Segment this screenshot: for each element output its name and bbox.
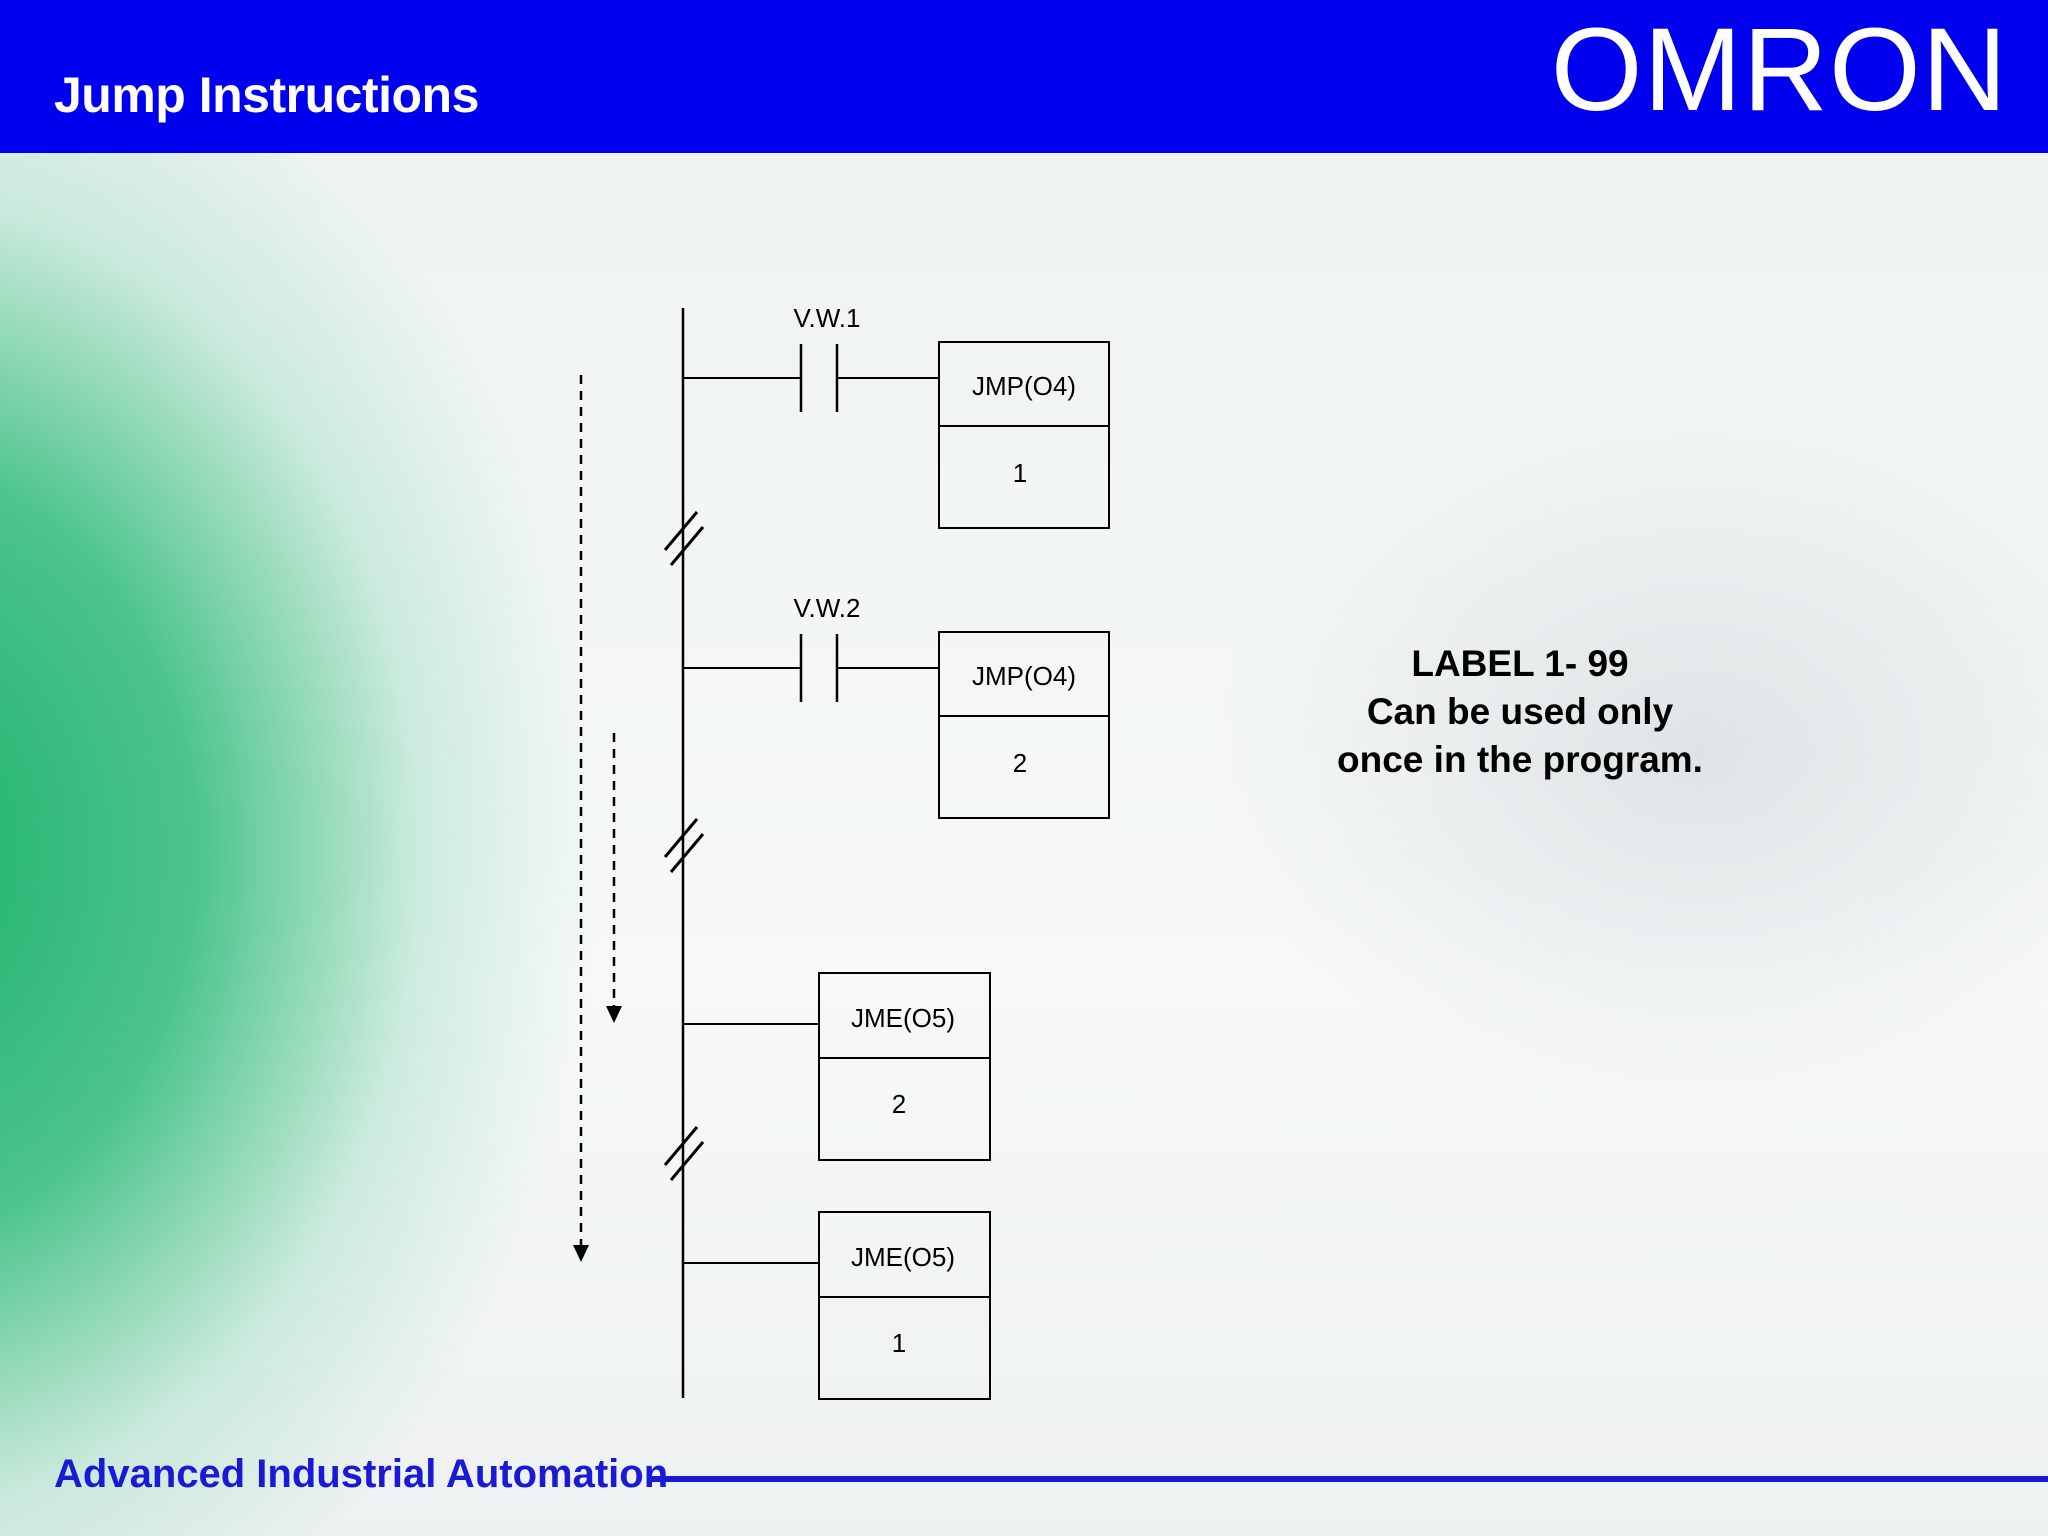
slide-background: [0, 153, 2048, 1536]
instruction-box: [818, 972, 991, 1161]
instruction-label: JMP(O4): [972, 371, 1076, 401]
label-note: LABEL 1- 99 Can be used only once in the…: [1260, 640, 1780, 784]
slide-title: Jump Instructions: [54, 67, 479, 123]
note-line-1: LABEL 1- 99: [1411, 643, 1629, 684]
slide-header: Jump Instructions OMRON: [0, 0, 2048, 153]
instruction-label: JMP(O4): [972, 661, 1076, 691]
instruction-operand: 1: [892, 1328, 906, 1358]
instruction-box: [818, 1211, 991, 1400]
rail-break-mark: [663, 511, 705, 566]
footer-divider: [650, 1476, 2048, 1482]
instruction-operand: 1: [1013, 458, 1027, 488]
instruction-box: [938, 341, 1110, 529]
rung-4: JME(O5) 1: [683, 1211, 991, 1400]
note-line-3: once in the program.: [1337, 739, 1703, 780]
note-line-2: Can be used only: [1366, 691, 1674, 732]
instruction-label: JME(O5): [851, 1242, 955, 1272]
footer-text: Advanced Industrial Automation: [54, 1452, 669, 1496]
instruction-box: [938, 631, 1110, 819]
instruction-operand: 2: [892, 1089, 906, 1119]
jump-arrow-inner: [606, 733, 622, 1023]
omron-logo: OMRON: [1550, 4, 2008, 136]
instruction-label: JME(O5): [851, 1003, 955, 1033]
contact-label: V.W.2: [794, 593, 861, 623]
contact-label: V.W.1: [794, 303, 861, 333]
rung-3: JME(O5) 2: [683, 972, 991, 1161]
instruction-operand: 2: [1013, 748, 1027, 778]
rung-2: V.W.2 JMP(O4) 2: [683, 593, 1110, 819]
rail-break-mark: [663, 818, 705, 873]
jump-arrow-outer: [573, 375, 589, 1262]
rail-break-mark: [663, 1126, 705, 1181]
rung-1: V.W.1 JMP(O4) 1: [683, 303, 1110, 529]
